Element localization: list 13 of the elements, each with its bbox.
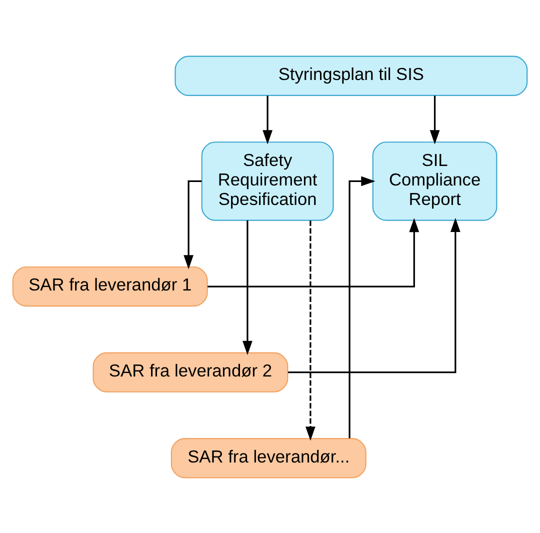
arrow — [208, 217, 420, 287]
node-box: SAR fra leverandør... — [170, 438, 366, 478]
arrow — [288, 217, 460, 373]
arrow — [348, 176, 376, 438]
arrow — [262, 95, 272, 144]
node-box: SAR fra leverandør 2 — [92, 352, 288, 392]
arrow — [430, 95, 440, 144]
arrow — [306, 220, 316, 440]
arrow — [242, 220, 252, 355]
node-box: Styringsplan til SIS — [174, 55, 528, 96]
node-box: Safety Requirement Spesification — [201, 141, 334, 220]
node-box: SIL Compliance Report — [372, 141, 498, 220]
node-box: SAR fra leverandør 1 — [12, 266, 208, 306]
